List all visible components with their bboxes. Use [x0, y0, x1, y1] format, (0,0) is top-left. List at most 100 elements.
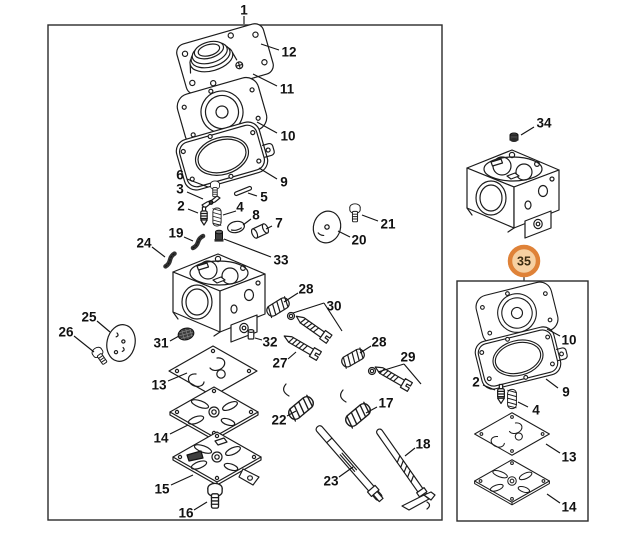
callout-28a[interactable]: 28: [283, 282, 314, 303]
svg-text:13: 13: [151, 378, 167, 393]
callout-8[interactable]: 8: [242, 208, 260, 226]
svg-text:34: 34: [536, 116, 552, 131]
callout-24[interactable]: 24: [136, 236, 166, 258]
callout-2[interactable]: 2: [177, 199, 199, 214]
svg-text:8: 8: [252, 208, 260, 223]
svg-text:17: 17: [378, 396, 393, 411]
svg-text:21: 21: [380, 217, 396, 232]
svg-text:10: 10: [561, 333, 576, 348]
part-3-lever: [201, 195, 221, 209]
callout-k14[interactable]: 14: [546, 493, 577, 515]
svg-text:28: 28: [298, 282, 314, 297]
part-34-nut: [509, 132, 519, 142]
part-4-spring: [212, 207, 222, 227]
callout-3[interactable]: 3: [176, 182, 204, 200]
callout-30[interactable]: 30: [292, 299, 343, 332]
callout-7[interactable]: 7: [265, 216, 283, 231]
callout-1[interactable]: 1: [240, 3, 248, 25]
part-32-plug: [247, 328, 255, 340]
part-11-pump-cover: [176, 23, 274, 95]
svg-text:31: 31: [153, 336, 169, 351]
callout-22[interactable]: 22: [271, 410, 297, 428]
svg-text:16: 16: [178, 506, 194, 521]
svg-text:9: 9: [280, 175, 288, 190]
part-8-plug: [227, 220, 245, 234]
svg-text:29: 29: [400, 350, 415, 365]
callout-19[interactable]: 19: [168, 226, 194, 242]
part-18-shaft: [376, 428, 436, 511]
svg-text:30: 30: [326, 299, 341, 314]
part-30-oring: [286, 311, 296, 321]
svg-text:32: 32: [262, 335, 277, 350]
callout-33[interactable]: 33: [223, 238, 289, 268]
main-assembly-frame: [47, 24, 443, 521]
part-23-shaft: [315, 425, 384, 503]
svg-text:7: 7: [275, 216, 283, 231]
callout-5[interactable]: 5: [247, 190, 268, 205]
callout-28b[interactable]: 28: [359, 335, 387, 354]
part-22-spring: [283, 383, 317, 423]
svg-text:14: 14: [561, 500, 577, 515]
callout-16[interactable]: 16: [178, 501, 208, 521]
svg-text:2: 2: [472, 375, 480, 390]
svg-text:11: 11: [280, 82, 295, 97]
part-7-plug: [250, 223, 270, 239]
svg-text:1: 1: [240, 3, 248, 18]
callout-26[interactable]: 26: [58, 325, 95, 353]
svg-text:20: 20: [351, 233, 366, 248]
svg-text:23: 23: [323, 474, 339, 489]
part-33-nipple: [214, 229, 224, 242]
callout-k2[interactable]: 2: [472, 375, 496, 391]
svg-text:28: 28: [371, 335, 387, 350]
svg-text:4: 4: [532, 403, 540, 418]
selected-part-badge-layer: 35: [507, 244, 541, 281]
svg-text:4: 4: [236, 200, 244, 215]
callout-k13[interactable]: 13: [545, 443, 577, 465]
svg-text:6: 6: [176, 168, 184, 183]
callout-14[interactable]: 14: [153, 424, 189, 446]
selected-part-badge-35[interactable]: 35: [507, 244, 541, 281]
callout-10[interactable]: 10: [256, 121, 296, 144]
svg-text:12: 12: [281, 45, 296, 60]
kit-part-4-spring: [507, 388, 517, 410]
callout-k9[interactable]: 9: [545, 378, 570, 400]
callout-11[interactable]: 11: [252, 73, 295, 97]
callout-6[interactable]: 6: [176, 168, 209, 188]
callout-31[interactable]: 31: [153, 335, 180, 351]
callout-12[interactable]: 12: [260, 43, 297, 60]
svg-text:18: 18: [415, 437, 431, 452]
callout-32[interactable]: 32: [254, 335, 278, 350]
part-17-spring: [340, 389, 374, 430]
part-5-pin: [233, 185, 253, 197]
part-29-oring: [367, 366, 377, 376]
callout-34[interactable]: 34: [520, 116, 552, 136]
callout-27[interactable]: 27: [272, 351, 297, 371]
callout-15[interactable]: 15: [154, 474, 194, 497]
callout-17[interactable]: 17: [365, 396, 394, 414]
svg-text:15: 15: [154, 482, 170, 497]
svg-text:2: 2: [177, 199, 185, 214]
svg-text:22: 22: [271, 413, 286, 428]
callout-21[interactable]: 21: [361, 214, 396, 232]
callout-13[interactable]: 13: [151, 372, 188, 393]
part-25-disc: [106, 324, 136, 362]
callout-20[interactable]: 20: [337, 230, 367, 248]
callout-25[interactable]: 25: [81, 310, 111, 333]
callout-9[interactable]: 9: [258, 167, 288, 190]
callout-23[interactable]: 23: [323, 466, 354, 489]
callout-18[interactable]: 18: [404, 437, 431, 457]
svg-text:10: 10: [280, 129, 295, 144]
callout-29[interactable]: 29: [377, 350, 422, 385]
svg-text:9: 9: [562, 385, 570, 400]
callout-k10[interactable]: 10: [546, 328, 577, 348]
svg-text:24: 24: [136, 236, 152, 251]
part-15-pump-plate: [172, 431, 262, 486]
callout-4[interactable]: 4: [222, 200, 244, 216]
svg-text:25: 25: [81, 310, 97, 325]
callout-k4[interactable]: 4: [517, 401, 540, 418]
svg-text:14: 14: [153, 431, 169, 446]
svg-text:27: 27: [272, 356, 287, 371]
